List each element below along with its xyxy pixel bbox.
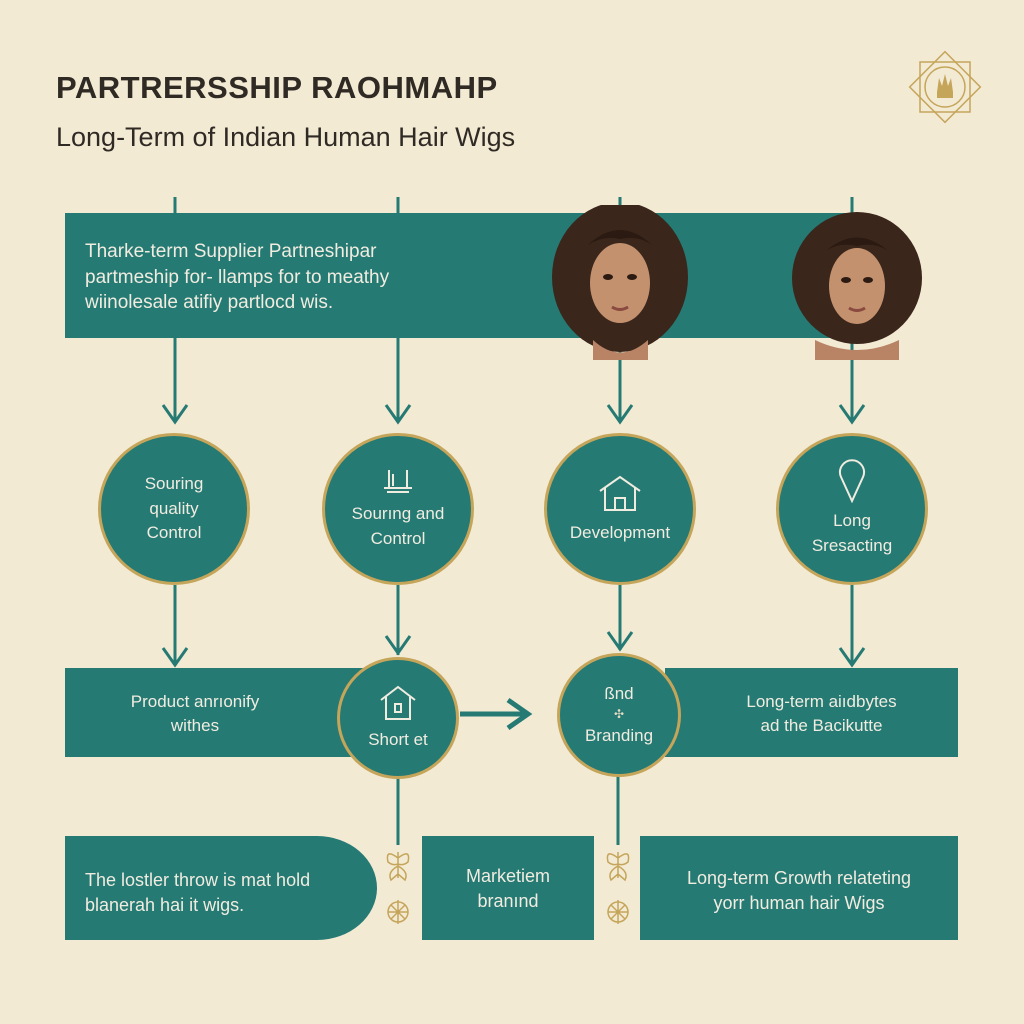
- step-circle-long-sresacting: Long Sresacting: [776, 433, 928, 585]
- box-text: blanerah hai it wigs.: [85, 895, 245, 916]
- circle-label: ßnd: [604, 683, 634, 703]
- wig-model-image: [792, 212, 922, 360]
- step-circle-development: Developmənt: [544, 433, 696, 585]
- circle-label: Sresacting: [811, 536, 893, 555]
- drop-icon: [839, 459, 865, 504]
- top-band-line: partmeship for- llamps for to meathy: [85, 266, 390, 288]
- bottom-center-box: Marketiem branınd: [422, 836, 594, 940]
- butterfly-ornament-icon: [606, 852, 630, 924]
- page-subtitle: Long-Term of Indian Human Hair Wigs: [56, 122, 516, 152]
- box-text: Long-term aiıdbytes: [746, 692, 897, 711]
- middle-right-box: Long-term aiıdbytes ad the Bacikutte: [665, 668, 958, 757]
- circle-label: Developmənt: [569, 522, 671, 542]
- bottom-right-box: Long-term Growth relateting yorr human h…: [640, 836, 958, 940]
- box-text: Long-term Growth relateting: [686, 868, 912, 888]
- box-text: branınd: [477, 891, 539, 912]
- step-circle-sourcing-control: Sourıng and Control: [322, 433, 474, 585]
- circle-label: Control: [370, 529, 426, 548]
- circle-label: Sourıng and: [351, 504, 445, 524]
- circle-label: Control: [146, 523, 202, 543]
- step-circle-sourcing-quality: Souring quality Control: [98, 433, 250, 585]
- scribble-icon: ✣: [613, 707, 625, 722]
- box-text: yorr human hair Wigs: [713, 893, 885, 914]
- top-band-line: wiinolesale atiﬁy partlocd wis.: [85, 292, 334, 314]
- box-text: The lostler throw is mat hold: [85, 870, 311, 890]
- top-band: Tharke-term Supplier Partneshipar partme…: [65, 213, 855, 338]
- short-et-circle: Short et: [337, 657, 459, 779]
- circle-label: Souring: [144, 474, 204, 494]
- pillar-icon: [384, 470, 412, 494]
- box-text: Product anrıonify: [130, 692, 260, 711]
- circle-label: Branding: [584, 725, 654, 745]
- top-band-line: Tharke-term Supplier Partneshipar: [85, 241, 377, 262]
- box-text: Marketiem: [465, 866, 550, 886]
- logo-emblem-icon: [908, 50, 982, 124]
- house-icon: [380, 685, 416, 720]
- wig-model-image: [552, 205, 688, 360]
- branding-circle: ßnd ✣ Branding: [557, 653, 681, 777]
- box-text: withes: [170, 715, 220, 735]
- house-icon: [599, 475, 641, 511]
- middle-left-box: Product anrıonify withes: [65, 668, 365, 757]
- page-title: PARTRERSSHIP RAOHMAHP: [56, 70, 498, 105]
- circle-label: quality: [149, 498, 199, 518]
- circle-label: Long: [833, 511, 871, 531]
- box-text: ad the Bacikutte: [760, 715, 883, 735]
- circle-label: Short et: [368, 729, 428, 749]
- butterfly-ornament-icon: [386, 852, 410, 924]
- bottom-left-box: The lostler throw is mat hold blanerah h…: [65, 836, 377, 940]
